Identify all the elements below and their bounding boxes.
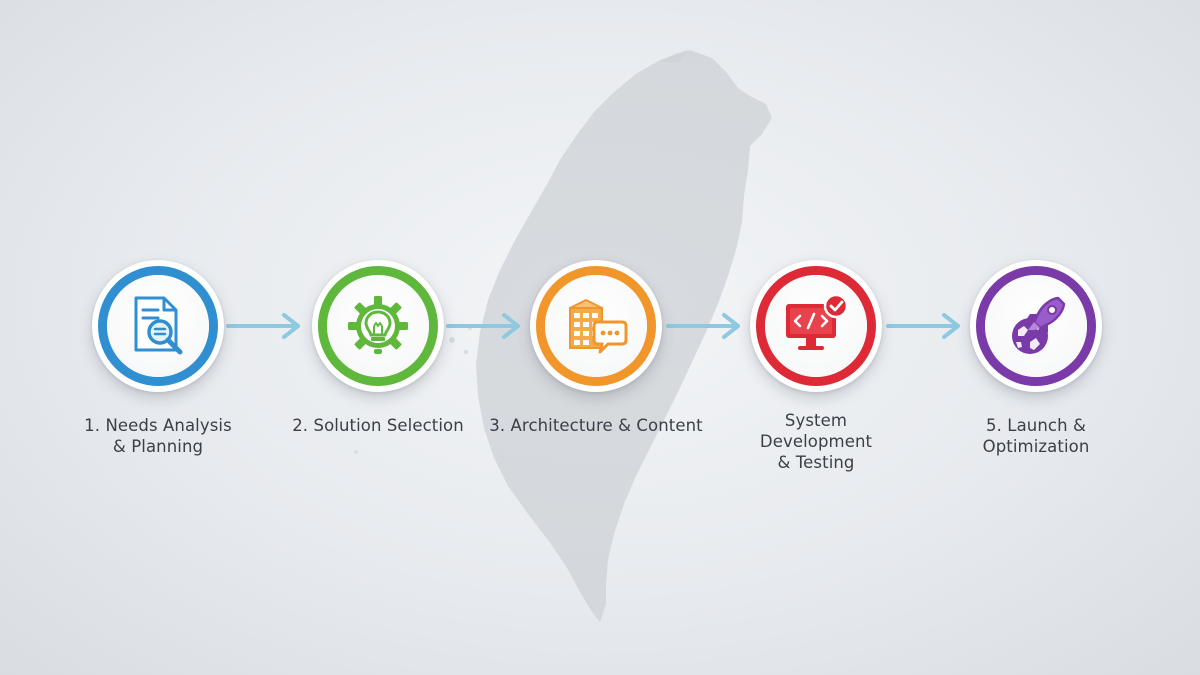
step-4-development-testing: System Development & Testing [706, 0, 926, 675]
arrow-2-to-3 [446, 313, 520, 339]
step-4-circle [750, 260, 882, 392]
document-search-icon [134, 296, 183, 355]
step-2-solution-selection: 2. Solution Selection [268, 0, 488, 675]
arrow-1-to-2 [226, 313, 300, 339]
step-1-circle [92, 260, 224, 392]
step-3-ring [536, 266, 656, 386]
code-monitor-check-icon [786, 293, 849, 350]
step-5-label: 5. Launch & Optimization [982, 416, 1090, 456]
step-5-launch-optimization: 5. Launch & Optimization [926, 0, 1146, 675]
arrow-4-to-5 [886, 313, 960, 339]
building-chat-icon [569, 299, 628, 354]
step-4-label: System Development & Testing [759, 411, 873, 472]
step-5-ring [976, 266, 1096, 386]
step-1-ring [98, 266, 218, 386]
step-3-circle [530, 260, 662, 392]
step-3-architecture-content: 3. Architecture & Content [486, 0, 706, 675]
arrow-3-to-4 [666, 313, 740, 339]
step-1-label: 1. Needs Analysis & Planning [84, 416, 232, 456]
gear-lightbulb-icon [348, 296, 408, 354]
step-2-ring [318, 266, 438, 386]
step-1-needs-analysis: 1. Needs Analysis & Planning [48, 0, 268, 675]
step-3-label: 3. Architecture & Content [489, 416, 703, 435]
step-2-label: 2. Solution Selection [292, 416, 464, 435]
step-2-circle [312, 260, 444, 392]
step-5-circle [970, 260, 1102, 392]
rocket-globe-icon [1012, 296, 1066, 354]
step-4-ring [756, 266, 876, 386]
